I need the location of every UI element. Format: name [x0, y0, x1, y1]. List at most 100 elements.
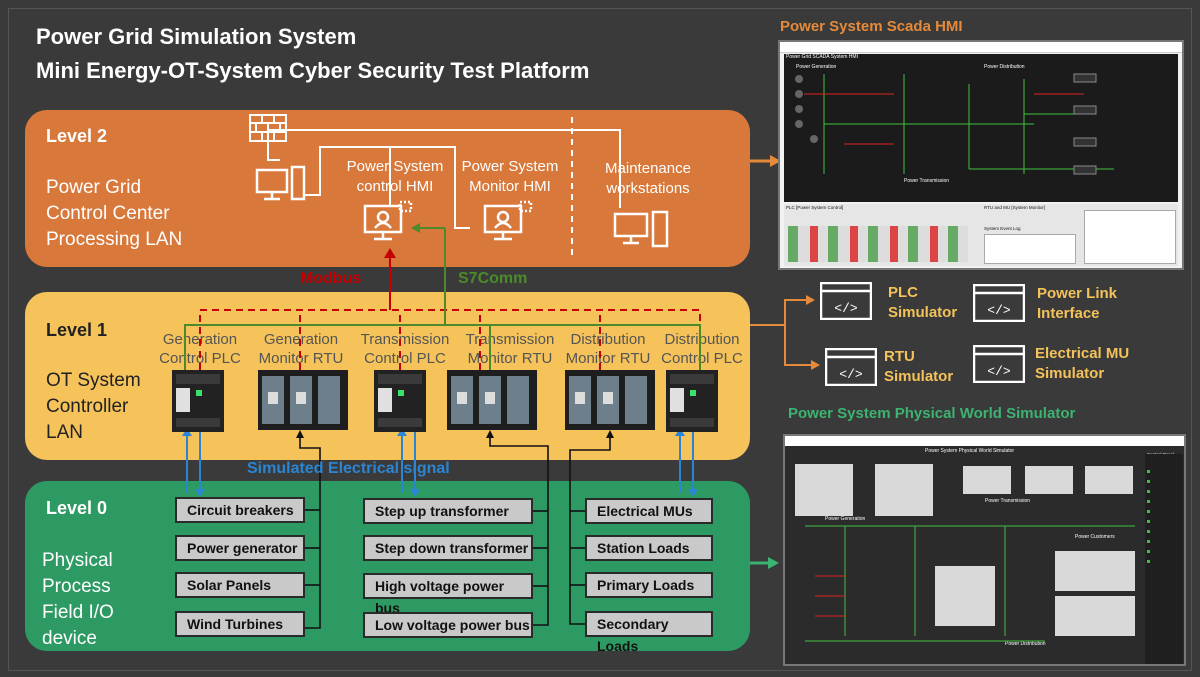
device-label-trans-plc-l1: Transmission [360, 331, 450, 348]
scada-arrow [770, 155, 781, 167]
title-line-1: Power Grid Simulation System [36, 24, 357, 49]
maintenance-label: Maintenance workstations [592, 159, 704, 199]
level0-desc-line3: Field I/O [42, 602, 114, 623]
plc-device-icon [666, 370, 718, 432]
physical-header: Power System Physical World Simulator [925, 448, 1015, 454]
level2-desc-line2: Control Center [46, 203, 170, 224]
field-device-box: Primary Loads [585, 572, 713, 598]
control-hmi-label: Power System control HMI [340, 157, 450, 197]
level0-desc: Physical Process Field I/O device [42, 548, 114, 652]
rtu-device-icon [447, 370, 537, 430]
rtu-device-icon [258, 370, 348, 430]
level1-desc-line2: Controller [46, 396, 129, 417]
code-window-icon: </> [973, 345, 1025, 383]
field-device-box: Step up transformer [363, 498, 533, 524]
device-label-dist-plc-l2: Control PLC [661, 350, 743, 367]
level2-desc-line3: Processing LAN [46, 229, 183, 250]
svg-text:</>: </> [834, 301, 858, 316]
physical-title: Power System Physical World Simulator [788, 405, 1076, 422]
field-device-box: Secondary Loads [585, 611, 713, 654]
field-device-box: Solar Panels [175, 572, 305, 598]
level0-desc-line1: Physical [42, 550, 113, 571]
scada-main-view: Power Grid SCADA System HMI Power Genera… [784, 54, 1178, 202]
physical-sec-gen: Power Generation [825, 516, 866, 522]
level2-desc: Power Grid Control Center Processing LAN [46, 175, 182, 253]
sim-label-powerlink-l2: Interface [1037, 305, 1100, 322]
level1-desc: OT System Controller LAN [46, 368, 141, 446]
control-hmi-label-l2: control HMI [356, 178, 434, 195]
svg-text:</>: </> [987, 364, 1011, 379]
code-window-icon: </> [820, 282, 872, 320]
scada-schematic [795, 73, 1114, 175]
monitor-hmi-icon [483, 200, 533, 241]
device-label-gen-rtu-l2: Monitor RTU [258, 350, 344, 367]
simulator-arrowheads [806, 295, 820, 370]
signal-label: Simulated Electrical signal [247, 460, 450, 477]
s7comm-lines [184, 227, 701, 370]
svg-text:</>: </> [987, 303, 1011, 318]
monitor-hmi-label: Power System Monitor HMI [455, 157, 565, 197]
modbus-lines [199, 252, 701, 370]
sim-label-plc-l2: Simulator [888, 304, 958, 321]
device-label-dist-plc-l1: Distribution [664, 331, 740, 348]
control-hmi-label-l1: Power System [346, 158, 444, 175]
level2-name: Level 2 [46, 126, 108, 146]
scada-register-grid [788, 226, 968, 262]
firewall-icon [249, 114, 287, 142]
field-device-box: Circuit breakers [175, 497, 305, 523]
code-window-icon: </> [825, 348, 877, 386]
sim-label-mu-l2: Simulator [1035, 365, 1105, 382]
field-device-box: Step down transformer [363, 535, 533, 561]
s7comm-label: S7Comm [458, 270, 528, 287]
plc-device-icon [172, 370, 224, 432]
device-label-trans-rtu: Transmission Monitor RTU [458, 330, 562, 368]
device-label-trans-plc-l2: Control PLC [364, 350, 446, 367]
workstation-icon [255, 165, 306, 201]
level0-name: Level 0 [46, 498, 108, 518]
level1-name: Level 1 [46, 320, 108, 340]
title-line-2: Mini Energy-OT-System Cyber Security Tes… [36, 58, 590, 83]
scada-sec-gen: Power Generation [796, 64, 837, 70]
field-device-box: High voltage power bus [363, 573, 533, 616]
code-window-icon: </> [973, 284, 1025, 322]
scada-hmi-screenshot: Power Grid SCADA System HMI Power Genera… [778, 40, 1184, 270]
simulator-link [750, 299, 815, 366]
field-device-box: Low voltage power bus [363, 612, 533, 638]
device-label-dist-rtu-l1: Distribution [570, 331, 646, 348]
rtu-device-icon [565, 370, 655, 430]
monitor-hmi-label-l1: Power System [461, 158, 559, 175]
physical-titlebar [785, 436, 1184, 446]
rtu-arrowheads [296, 430, 614, 438]
scada-rtu-panel: RTU and MU [System Monitor] [984, 205, 1046, 210]
device-label-trans-rtu-l2: Monitor RTU [467, 350, 553, 367]
device-label-gen-plc-l2: Control PLC [159, 350, 241, 367]
sim-label-rtu-l2: Simulator [884, 368, 954, 385]
scada-event-log: System Event Log [984, 226, 1021, 231]
level0-desc-line2: Process [42, 576, 111, 597]
sim-label-mu-l1: Electrical MU [1035, 345, 1130, 362]
scada-plc-panel: PLC [Power System Control] [786, 205, 844, 210]
level2-desc-line1: Power Grid [46, 177, 142, 198]
physical-schematic [795, 454, 1183, 664]
outer-frame [8, 8, 1192, 671]
maintenance-workstation-icon [613, 210, 669, 248]
physical-sec-dist: Power Distribution [1005, 641, 1046, 647]
sim-label-plc: PLC Simulator [888, 283, 957, 323]
level2-panel [25, 110, 750, 267]
monitor-hmi-label-l2: Monitor HMI [469, 178, 551, 195]
physical-sec-trans: Power Transmission [985, 498, 1031, 504]
plc-device-icon [374, 370, 426, 432]
svg-text:</>: </> [839, 367, 863, 382]
device-label-dist-rtu: Distribution Monitor RTU [556, 330, 660, 368]
level2-network-lines [267, 129, 621, 229]
maintenance-label-l1: Maintenance [605, 160, 691, 177]
modbus-label: Modbus [300, 270, 362, 287]
scada-sec-dist: Power Distribution [984, 64, 1025, 70]
device-label-trans-plc: Transmission Control PLC [353, 330, 457, 368]
device-label-dist-rtu-l2: Monitor RTU [565, 350, 651, 367]
maintenance-label-l2: workstations [606, 180, 690, 197]
sim-label-plc-l1: PLC [888, 284, 918, 301]
